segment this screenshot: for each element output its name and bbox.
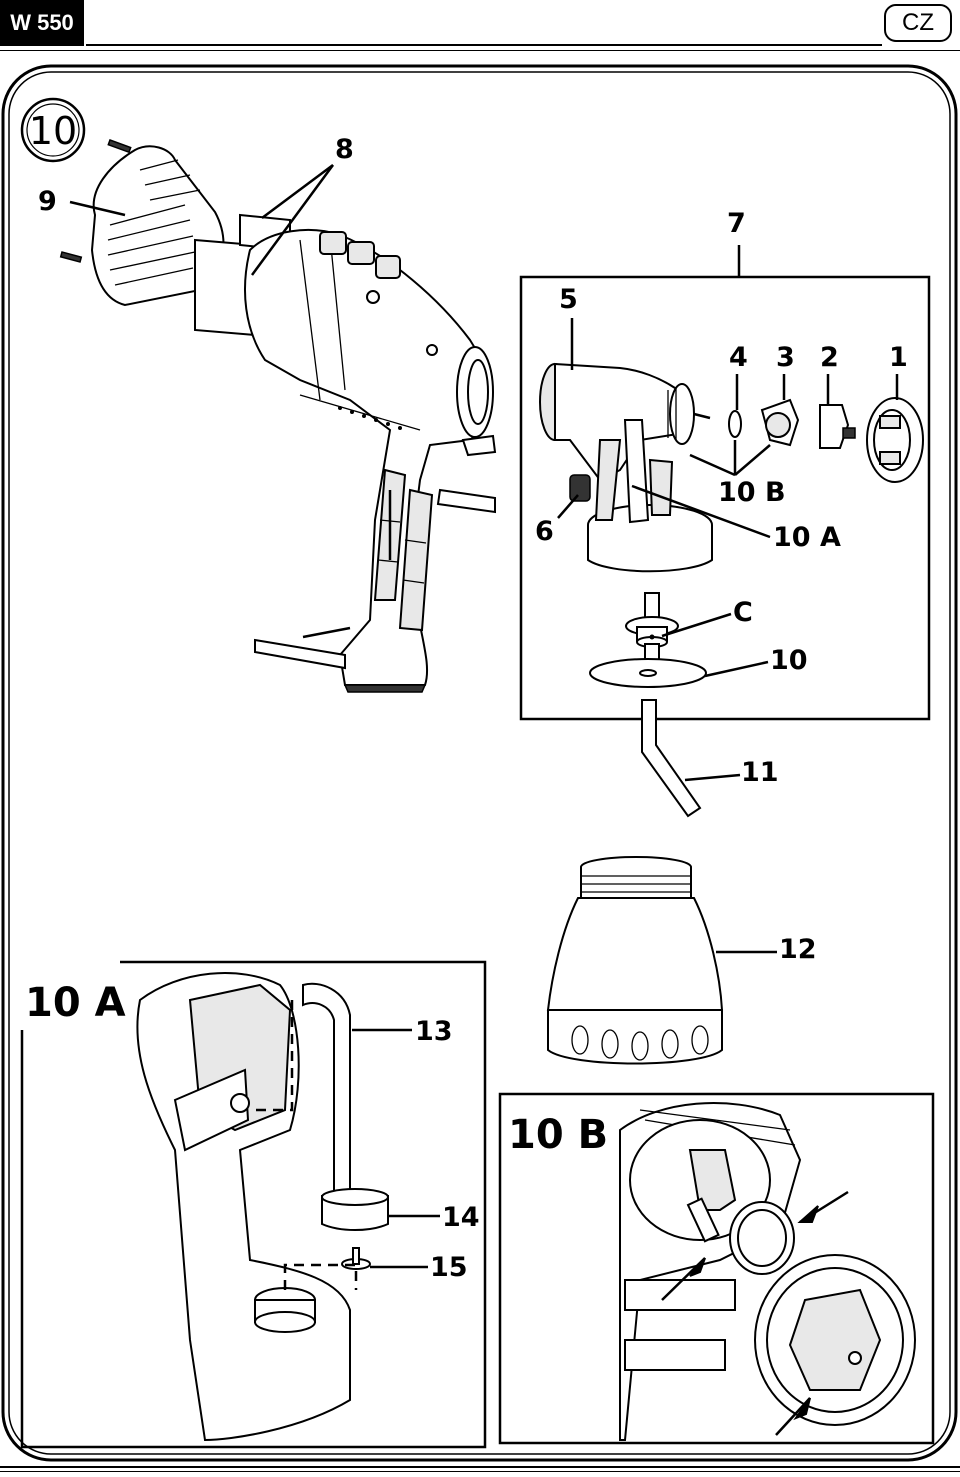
label-15: 15 — [430, 1252, 468, 1283]
motor-housing-illustration — [59, 139, 497, 693]
outer-frame — [1, 64, 958, 1462]
language-badge: CZ — [884, 4, 952, 42]
label-6: 6 — [535, 516, 554, 547]
label-10b: 10 B — [718, 477, 786, 508]
label-14: 14 — [442, 1202, 480, 1233]
figure-number: 10 — [29, 109, 77, 153]
suction-filter-illustration — [589, 592, 707, 818]
detail-10b-title: 10 B — [508, 1112, 608, 1158]
label-3: 3 — [776, 342, 795, 373]
label-9: 9 — [38, 186, 57, 217]
spray-attachment-box — [519, 275, 931, 721]
label-13: 13 — [415, 1016, 453, 1047]
label-10: 10 — [770, 645, 808, 676]
label-2: 2 — [820, 342, 839, 373]
footer-rule-thin — [0, 1471, 960, 1472]
detail-10a-title: 10 A — [25, 980, 126, 1026]
label-8: 8 — [335, 134, 354, 165]
detail-10b-frame — [498, 1092, 935, 1445]
model-badge: W 550 — [0, 0, 84, 46]
header-rule-thin — [0, 50, 960, 51]
label-4: 4 — [729, 342, 748, 373]
figure-number-badge: 10 — [20, 97, 86, 163]
label-c: C — [733, 597, 753, 628]
detail-10a-illustration — [136, 972, 389, 1442]
label-7: 7 — [727, 208, 746, 239]
label-12: 12 — [779, 934, 817, 965]
label-10a: 10 A — [773, 522, 841, 553]
label-1: 1 — [889, 342, 908, 373]
nozzle-parts-illustration — [728, 397, 924, 483]
detail-10a-frame — [20, 960, 487, 1449]
detail-10b-illustration — [619, 1102, 916, 1441]
inner-frame — [8, 71, 951, 1455]
spray-gun-front-illustration — [539, 362, 713, 573]
paint-container-illustration — [546, 856, 724, 1065]
page-header: W 550 CZ — [0, 0, 960, 56]
footer-rule — [0, 1466, 960, 1468]
label-11: 11 — [741, 757, 779, 788]
header-rule — [86, 44, 882, 46]
label-5: 5 — [559, 284, 578, 315]
